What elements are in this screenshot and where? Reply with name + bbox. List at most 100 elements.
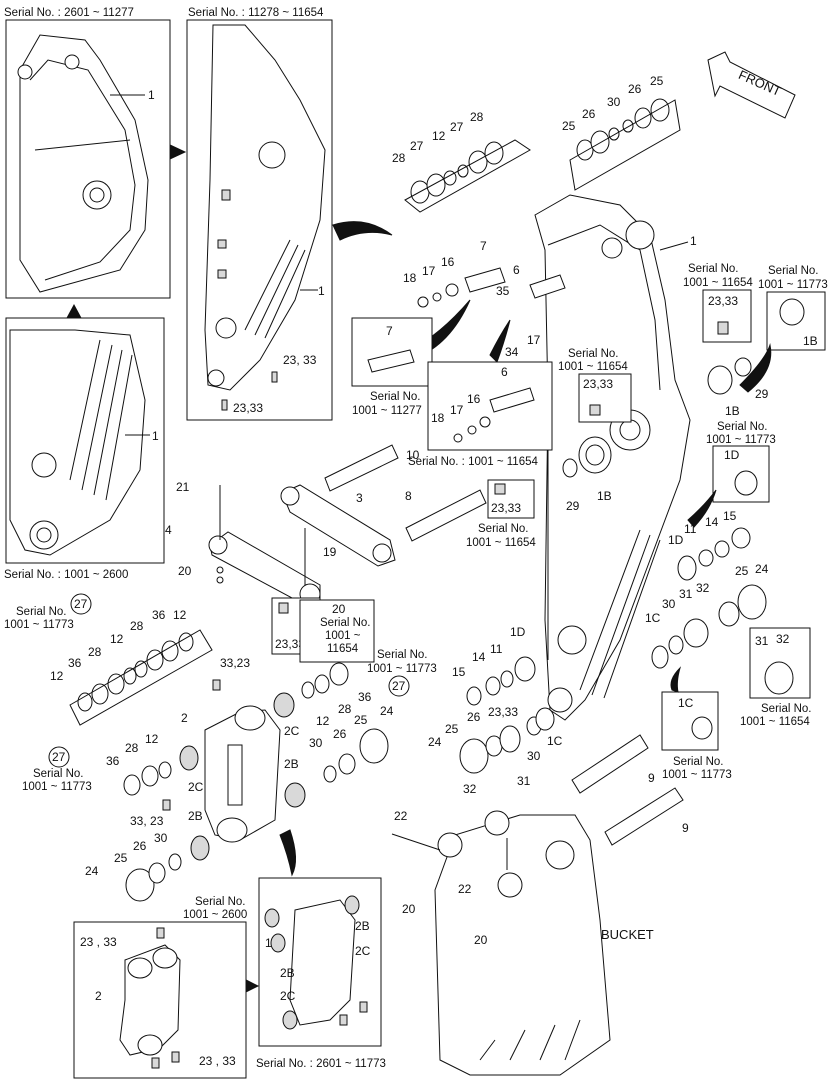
part-number: 17	[527, 333, 541, 347]
serial-label: Serial No.	[568, 348, 619, 360]
part-number: 32	[696, 581, 710, 595]
cover	[459, 738, 489, 774]
pin-boss	[137, 1034, 163, 1056]
reinforcement-plates	[69, 339, 133, 501]
washer	[301, 681, 315, 699]
pins-10-8: 10 8 23,33 Serial No. 1001 ~ 11654	[324, 444, 536, 549]
part-number: 28	[88, 645, 102, 659]
part-number: 1C	[547, 734, 563, 748]
part-number: 24	[85, 864, 99, 878]
pin-bore	[619, 419, 641, 441]
bucket-teeth	[479, 1019, 581, 1061]
part-number: 26	[628, 82, 642, 96]
grease-nipple	[589, 404, 601, 416]
stack-bracket	[404, 139, 531, 213]
washer	[622, 119, 634, 133]
bush	[677, 555, 697, 581]
ref-circle	[48, 746, 70, 768]
stack-bracket	[569, 99, 681, 191]
part-number: 18	[403, 271, 417, 285]
inset-frame	[578, 373, 632, 423]
pin	[571, 734, 649, 794]
part-number: 23,33	[488, 705, 518, 719]
bolt-head	[417, 296, 429, 308]
bush-2b	[190, 835, 210, 861]
arrow-right	[169, 144, 187, 160]
bucket: BUCKET 22 22 20 20	[391, 809, 654, 1076]
part-number: 35	[496, 284, 510, 298]
inset-arm-1001-2600: 1 Serial No. : 1001 ~ 2600	[4, 317, 165, 581]
bush-2c	[273, 692, 295, 718]
pin-boss	[601, 237, 623, 259]
serial-label: 11654	[327, 643, 359, 655]
part-number: 1B	[803, 334, 818, 348]
inset-plate-31: 31 32 Serial No. 1001 ~ 11654	[740, 627, 812, 728]
stack-bracket	[69, 629, 213, 726]
part-number: 22	[458, 882, 472, 896]
grease-nipple	[339, 1014, 348, 1026]
pins-9: 9 9	[571, 734, 689, 846]
washer-stack-1c-right: 1C 30 31 32 25 24	[645, 562, 769, 669]
serial-label: 1001 ~ 11773	[22, 781, 92, 793]
pin-boss	[215, 317, 237, 339]
washer	[590, 130, 610, 154]
part-number: 26	[467, 710, 481, 724]
grease-nipple	[156, 927, 165, 939]
callout-arrow	[489, 319, 511, 363]
part-number: 2B	[280, 966, 295, 980]
grease-nipple	[212, 679, 221, 691]
part-number: 1C	[645, 611, 661, 625]
bush	[651, 645, 669, 669]
part-number: 25	[445, 722, 459, 736]
part-number: 28	[392, 151, 406, 165]
cover	[737, 584, 767, 620]
callout-arrow	[687, 489, 717, 528]
serial-label: 1001 ~ 11773	[4, 619, 74, 631]
part-number: 20	[332, 602, 346, 616]
bracket	[217, 269, 227, 279]
part-number: 16	[441, 255, 455, 269]
part-number: 27	[52, 750, 66, 764]
serial-label: 1001 ~ 2600	[183, 909, 247, 921]
pin-boss	[64, 54, 80, 70]
part-number: 26	[133, 839, 147, 853]
serial-label: 1001 ~ 11277	[352, 405, 422, 417]
pin-boss	[484, 810, 510, 836]
ref-circle	[388, 675, 410, 697]
part-number: 31	[679, 587, 693, 601]
part-number: 28	[338, 702, 352, 716]
arm-inner-line	[29, 59, 136, 281]
part-number: 1	[690, 234, 697, 248]
washer	[445, 283, 459, 297]
link-web	[227, 744, 243, 806]
arm-outline	[204, 24, 326, 391]
bush	[535, 707, 555, 731]
part-number: 1D	[724, 448, 740, 462]
part-number: 12	[110, 632, 124, 646]
pin-boss	[437, 832, 463, 858]
part-number: 33, 23	[130, 814, 164, 828]
reinforcement-plates	[244, 239, 306, 339]
part-number: 2	[95, 989, 102, 1003]
cover	[359, 728, 389, 764]
part-number: 17	[450, 403, 464, 417]
part-number: 29	[755, 387, 769, 401]
grease-nipple	[221, 399, 228, 411]
plate	[683, 618, 709, 648]
arrow-up	[66, 303, 82, 319]
washer	[123, 774, 141, 796]
pin-boss	[372, 543, 392, 563]
part-number: 20	[402, 902, 416, 916]
part-number: 1	[148, 88, 155, 102]
part-number: 6	[501, 365, 508, 379]
part-number: 25	[562, 119, 576, 133]
links-3-4: 3 4 21 19 20	[165, 480, 396, 606]
serial-label: 1001 ~ 11773	[367, 663, 437, 675]
callout-arrow	[739, 343, 772, 393]
callout-grease-mid: Serial No. 1001 ~ 11654 23,33	[558, 348, 632, 423]
grease-nipple	[717, 321, 729, 335]
callout-arrow	[670, 666, 682, 693]
part-number: 28	[130, 619, 144, 633]
link-3	[281, 484, 396, 567]
part-number: 25	[114, 851, 128, 865]
